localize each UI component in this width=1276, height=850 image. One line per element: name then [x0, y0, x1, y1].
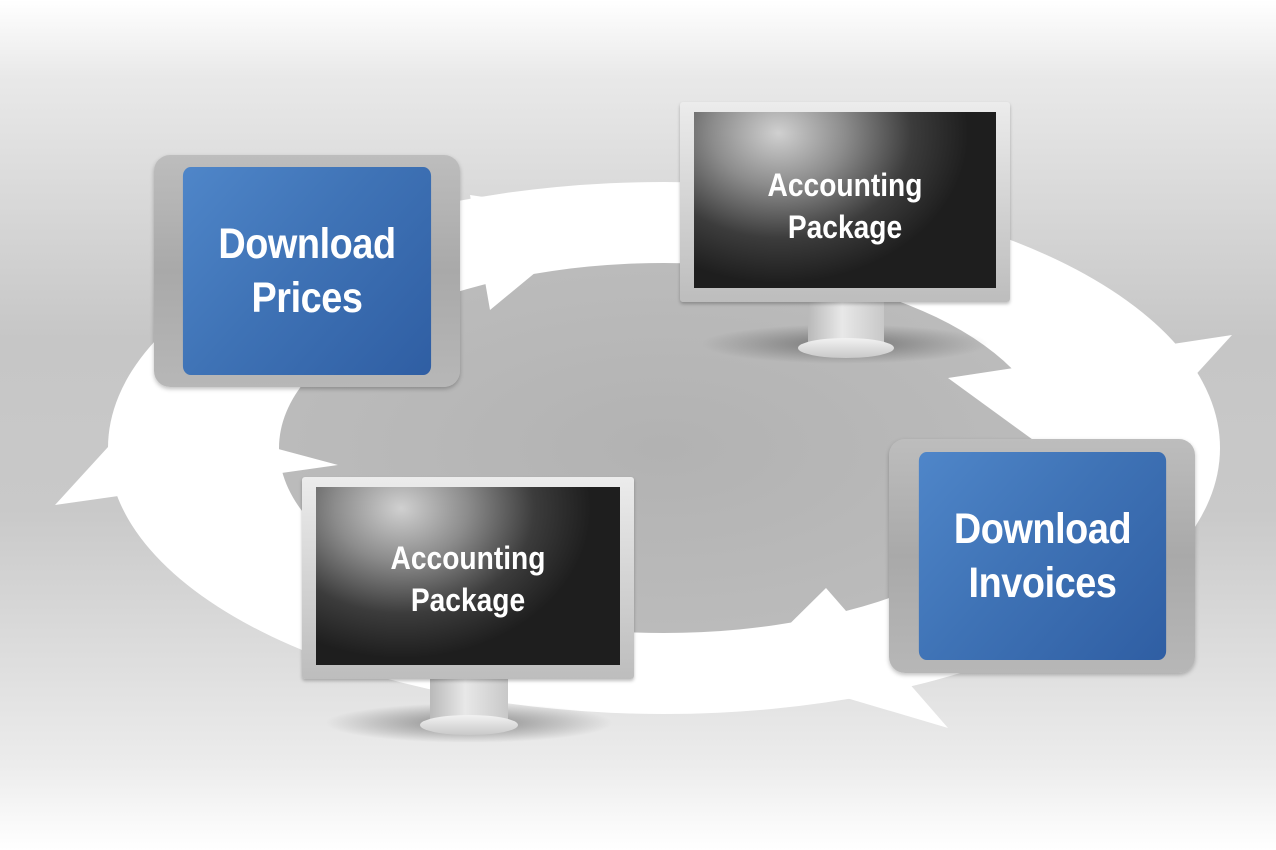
monitor-neck — [808, 300, 884, 342]
arrowhead-top — [470, 195, 605, 310]
arrowhead-right — [948, 335, 1232, 485]
accounting-package-top-line1: Accounting — [767, 167, 923, 203]
accounting-package-top-line2: Package — [787, 209, 903, 245]
accounting-package-top-monitor: Accounting Package — [680, 102, 1010, 372]
monitor-foot — [798, 338, 894, 358]
download-invoices-label-line1: Download — [953, 505, 1132, 553]
monitor-foot — [420, 715, 518, 735]
accounting-package-bottom-monitor: Accounting Package — [302, 477, 634, 747]
accounting-package-bottom-line1: Accounting — [390, 540, 546, 576]
download-invoices-label-line2: Invoices — [968, 559, 1117, 607]
accounting-package-bottom-screen: Accounting Package — [316, 487, 620, 665]
download-prices-tile: Download Prices — [182, 167, 432, 375]
download-invoices-tile: Download Invoices — [918, 452, 1167, 660]
download-prices-label-line2: Prices — [251, 274, 363, 322]
accounting-package-bottom-line2: Package — [410, 582, 526, 618]
arrowhead-left — [55, 412, 338, 505]
monitor-neck — [430, 677, 508, 721]
accounting-package-top-screen: Accounting Package — [694, 112, 996, 288]
download-prices-label-line1: Download — [218, 220, 396, 268]
arrowhead-bottom — [745, 588, 948, 728]
